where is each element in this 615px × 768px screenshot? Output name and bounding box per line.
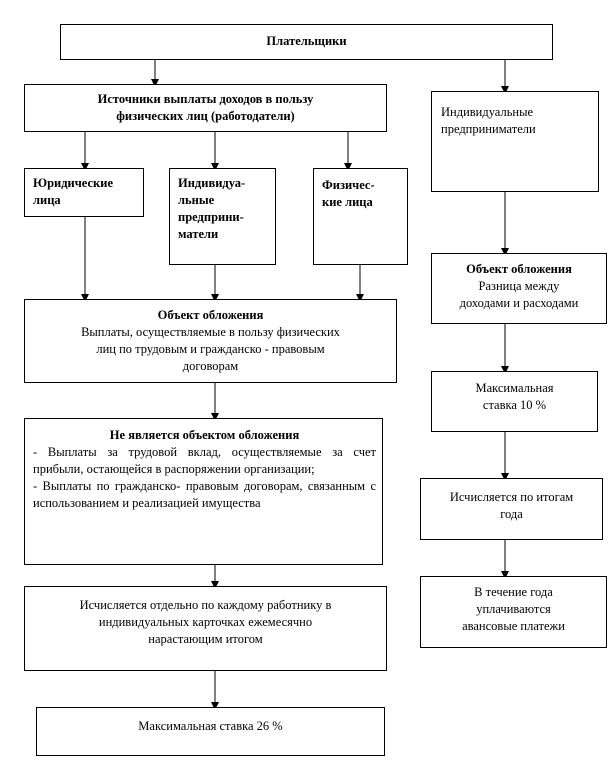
right-calculation-line: Исчисляется по итогам	[449, 490, 574, 504]
max-rate-26-text: Максимальная ставка 26 %	[138, 719, 283, 733]
natural-persons-line: кие лица	[322, 195, 373, 209]
taxation-object-line: договорам	[182, 359, 239, 373]
entrepreneurs-line: Индивидуальные	[441, 105, 534, 119]
taxation-object-line: лиц по трудовым и гражданско - правовым	[96, 342, 325, 356]
calculation-box: Исчисляется отдельно по каждому работник…	[24, 586, 387, 671]
taxation-object-line: Выплаты, осуществляемые в пользу физичес…	[81, 325, 340, 339]
taxation-object-heading: Объект обложения	[157, 308, 264, 322]
advance-payments-line: уплачиваются	[476, 602, 551, 616]
ie-line: льные	[178, 193, 215, 207]
right-taxation-object-line: доходами и расходами	[459, 296, 579, 310]
legal-entities-line: Юридические	[33, 176, 114, 190]
max-rate-10-box: Максимальная ставка 10 %	[431, 371, 598, 432]
payers-title: Плательщики	[266, 34, 347, 48]
taxation-object-box: Объект обложения Выплаты, осуществляемые…	[24, 299, 397, 383]
calculation-line: нарастающим итогом	[148, 632, 263, 646]
right-taxation-object-heading: Объект обложения	[466, 262, 572, 276]
right-taxation-object-line: Разница между	[478, 279, 560, 293]
not-taxation-object-item: - Выплаты по гражданско- правовым догово…	[33, 479, 376, 510]
legal-entities-line: лица	[33, 193, 61, 207]
not-taxation-object-box: Не является объектом обложения - Выплаты…	[24, 418, 383, 565]
individual-entrepreneurs-box: Индивидуа- льные предприни- матели	[169, 168, 276, 265]
legal-entities-box: Юридические лица	[24, 168, 144, 217]
right-calculation-line: года	[500, 507, 523, 521]
ie-line: Индивидуа-	[178, 176, 246, 190]
natural-persons-box: Физичес- кие лица	[313, 168, 408, 265]
sources-line: Источники выплаты доходов в пользу	[97, 92, 314, 106]
sources-box: Источники выплаты доходов в пользу физич…	[24, 84, 387, 132]
not-taxation-object-item: - Выплаты за трудовой вклад, осуществляе…	[33, 445, 376, 476]
right-calculation-box: Исчисляется по итогам года	[420, 478, 603, 540]
payers-box: Плательщики	[60, 24, 553, 60]
entrepreneurs-box: Индивидуальные предприниматели	[431, 91, 599, 192]
ie-line: матели	[178, 227, 219, 241]
not-taxation-object-heading: Не является объектом обложения	[109, 428, 300, 442]
calculation-line: индивидуальных карточках ежемесячно	[98, 615, 313, 629]
natural-persons-line: Физичес-	[322, 178, 375, 192]
advance-payments-line: В течение года	[474, 585, 553, 599]
right-taxation-object-box: Объект обложения Разница между доходами …	[431, 253, 607, 324]
calculation-line: Исчисляется отдельно по каждому работник…	[79, 598, 332, 612]
entrepreneurs-line: предприниматели	[441, 122, 536, 136]
max-rate-10-line: ставка 10 %	[482, 398, 547, 412]
advance-payments-box: В течение года уплачиваются авансовые пл…	[420, 576, 607, 648]
advance-payments-line: авансовые платежи	[462, 619, 565, 633]
max-rate-10-line: Максимальная	[475, 381, 554, 395]
sources-line: физических лиц (работодатели)	[116, 109, 295, 123]
max-rate-26-box: Максимальная ставка 26 %	[36, 707, 385, 756]
ie-line: предприни-	[178, 210, 244, 224]
